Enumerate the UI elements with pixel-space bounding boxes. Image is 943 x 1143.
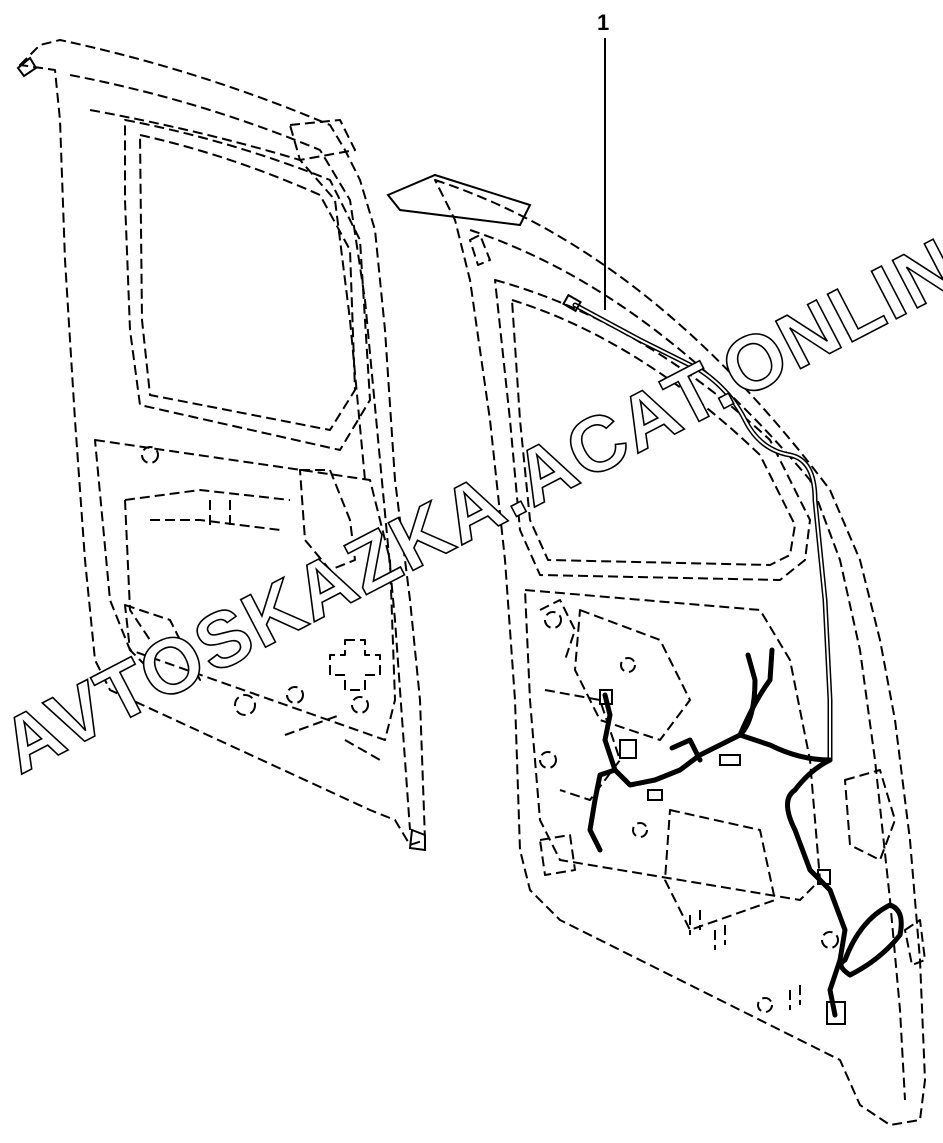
wiring-harness <box>562 293 904 1025</box>
watermark: AVTOSKAZKA.ACAT.ONLINE <box>0 195 943 790</box>
callout-label: 1 <box>597 10 609 35</box>
left-door-frame <box>16 39 426 852</box>
right-door-frame <box>386 173 926 1126</box>
callout-1: 1 <box>597 10 609 310</box>
